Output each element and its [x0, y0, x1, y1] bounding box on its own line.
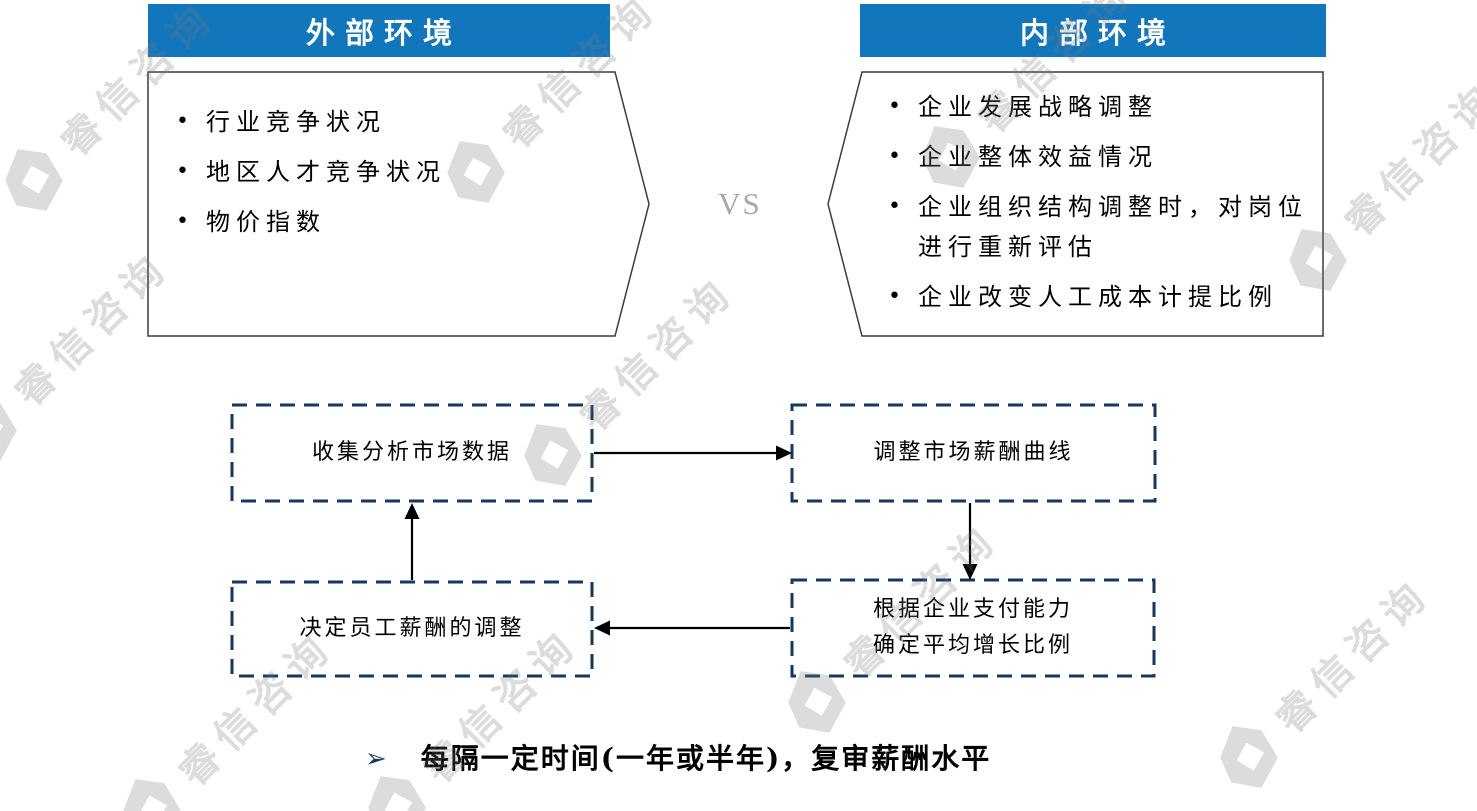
external-environment-header: 外部环境 [148, 4, 610, 57]
footnote-text: 每隔一定时间(一年或半年)，复审薪酬水平 [420, 742, 992, 775]
list-item: • 地区人才竞争状况 [176, 152, 606, 192]
list-item: • 企业改变人工成本计提比例 [888, 277, 1328, 317]
flow-step-adjust-curve: 调整市场薪酬曲线 [873, 440, 1074, 465]
list-item: • 企业组织结构调整时，对岗位进行重新评估 [888, 187, 1328, 267]
list-item: • 企业整体效益情况 [888, 137, 1328, 177]
footnote: ➢ 每隔一定时间(一年或半年)，复审薪酬水平 [365, 742, 991, 776]
bullet-dot-icon: • [888, 284, 901, 309]
internal-factor: 企业发展战略调整 [918, 93, 1158, 121]
watermark: 睿信咨询 [0, 231, 185, 477]
list-item: • 行业竞争状况 [176, 102, 606, 142]
ruixin-logo-icon [5, 149, 63, 211]
external-factor-list: • 行业竞争状况 • 地区人才竞争状况 • 物价指数 [176, 102, 606, 252]
watermark: 睿信咨询 [1200, 558, 1446, 804]
watermark-text: 睿信咨询 [1266, 568, 1441, 743]
arrow-collect-to-adjust [594, 445, 792, 461]
arrow-adjust-to-growth [962, 503, 978, 580]
ruixin-logo-icon [123, 779, 181, 811]
internal-factor-list: • 企业发展战略调整 • 企业整体效益情况 • 企业组织结构调整时，对岗位进行重… [888, 87, 1328, 327]
flow-step-decide-adjustment: 决定员工薪酬的调整 [299, 616, 525, 641]
list-item: • 物价指数 [176, 202, 606, 242]
watermark-text: 睿信咨询 [5, 241, 180, 416]
external-factor: 地区人才竞争状况 [206, 158, 446, 186]
arrow-growth-to-decide [594, 620, 790, 636]
flow-step-determine-growth: 根据企业支付能力 确定平均增长比例 [872, 597, 1073, 658]
bullet-dot-icon: • [888, 94, 901, 119]
external-factor: 物价指数 [206, 208, 326, 236]
bullet-dot-icon: • [176, 109, 189, 134]
internal-factor: 企业改变人工成本计提比例 [918, 283, 1278, 311]
internal-environment-header: 内部环境 [860, 4, 1326, 57]
ruixin-logo-icon [1220, 726, 1278, 788]
vs-label: VS [718, 186, 762, 221]
watermark-text: 睿信咨询 [1335, 71, 1477, 246]
internal-factor: 企业整体效益情况 [918, 143, 1158, 171]
arrow-bullet-icon: ➢ [365, 744, 387, 774]
arrow-decide-to-collect [404, 503, 420, 580]
flow-step-collect-data: 收集分析市场数据 [311, 440, 512, 465]
external-factor: 行业竞争状况 [206, 108, 386, 136]
ruixin-logo-icon [0, 399, 17, 461]
bullet-dot-icon: • [176, 209, 189, 234]
bullet-dot-icon: • [888, 194, 901, 219]
internal-factor: 企业组织结构调整时，对岗位进行重新评估 [918, 193, 1308, 261]
bullet-dot-icon: • [888, 144, 901, 169]
list-item: • 企业发展战略调整 [888, 87, 1328, 127]
bullet-dot-icon: • [176, 159, 189, 184]
